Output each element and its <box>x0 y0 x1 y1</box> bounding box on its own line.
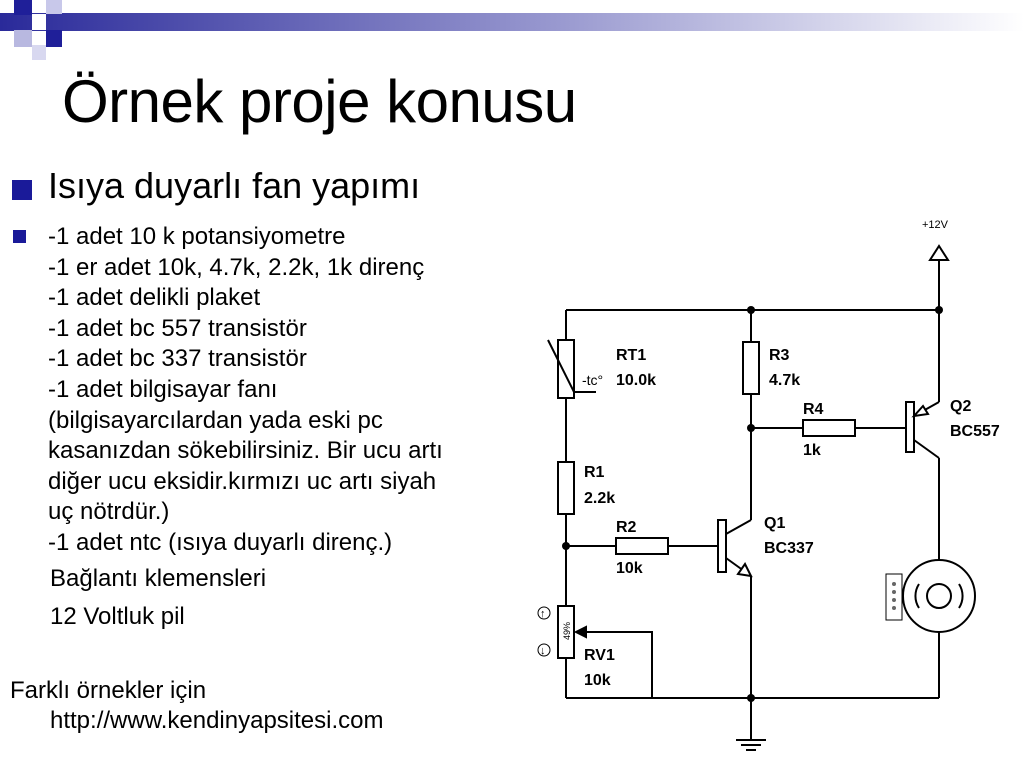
footer: Farklı örnekler için http://www.kendinya… <box>10 676 383 736</box>
material-line: kasanızdan sökebilirsiniz. Bir ucu artı <box>48 437 443 465</box>
rt1-type: -tc° <box>582 372 603 388</box>
rv1-percent: 49% <box>562 622 572 640</box>
q2-value: BC557 <box>950 423 1000 440</box>
bullet-square-icon <box>12 180 32 200</box>
rt1-name: RT1 <box>616 347 646 364</box>
rt1-value: 10.0k <box>616 372 656 389</box>
slide-title: Örnek proje konusu <box>62 68 577 135</box>
r4-value: 1k <box>803 442 821 459</box>
material-line: -1 adet delikli plaket <box>48 284 261 312</box>
r3-value: 4.7k <box>769 372 800 389</box>
rv1-value: 10k <box>584 672 611 689</box>
q1-name: Q1 <box>764 515 785 532</box>
material-line: (bilgisayarcılardan yada eski pc <box>48 406 383 434</box>
q2-name: Q2 <box>950 398 971 415</box>
material-line: -1 adet bilgisayar fanı <box>48 375 278 403</box>
material-line: -1 er adet 10k, 4.7k, 2.2k, 1k direnç <box>48 253 425 281</box>
material-line: diğer ucu eksidir.kırmızı uc artı siyah <box>48 467 437 495</box>
material-line: -1 adet ntc (ısıya duyarlı direnç.) <box>48 528 393 556</box>
main-bullet-text: Isıya duyarlı fan yapımı <box>48 165 421 206</box>
material-line: -1 adet bc 557 transistör <box>48 314 307 342</box>
r2-value: 10k <box>616 560 643 577</box>
bullet-square-icon <box>13 230 26 243</box>
header-decoration <box>0 0 1024 60</box>
decrease-arrow-icon <box>537 643 551 657</box>
r4-name: R4 <box>803 401 824 418</box>
r2-name: R2 <box>616 519 637 536</box>
footer-line: Farklı örnekler için <box>10 677 207 704</box>
increase-arrow-icon <box>537 606 551 620</box>
material-line: uç nötrdür.) <box>48 498 170 526</box>
material-line: -1 adet 10 k potansiyometre <box>48 223 346 250</box>
up-arrow-icon: ↑ <box>540 608 546 620</box>
r1-value: 2.2k <box>584 490 615 507</box>
supply-label: +12V <box>922 219 949 231</box>
terminal-blocks-text: Bağlantı klemensleri <box>50 565 267 592</box>
r1-name: R1 <box>584 464 605 481</box>
material-line: -1 adet bc 337 transistör <box>48 345 307 373</box>
down-arrow-icon: ↓ <box>540 645 546 657</box>
footer-link[interactable]: http://www.kendinyapsitesi.com <box>50 707 384 734</box>
rv1-name: RV1 <box>584 647 615 664</box>
q1-value: BC337 <box>764 540 814 557</box>
battery-text: 12 Voltluk pil <box>50 603 185 630</box>
r3-name: R3 <box>769 347 790 364</box>
materials-list: -1 adet 10 k potansiyometre -1 er adet 1… <box>48 222 443 559</box>
